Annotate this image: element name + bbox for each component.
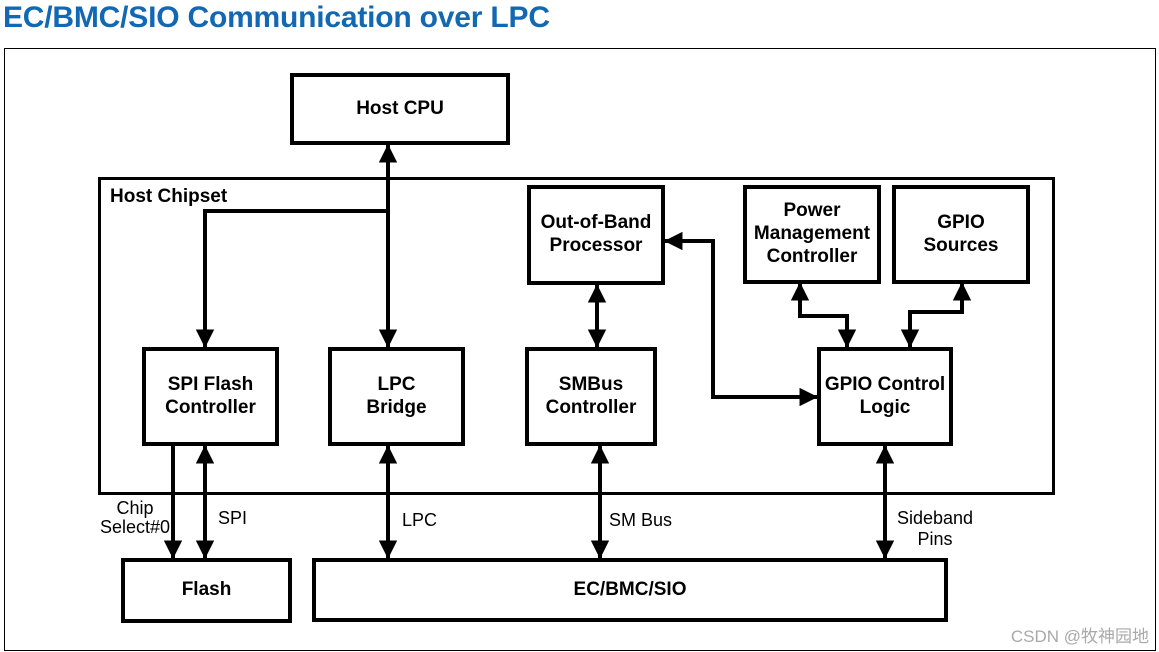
- connector-pmc-gpiocontrol: [790, 282, 857, 348]
- watermark: CSDN @牧神园地: [1010, 627, 1149, 646]
- connector-gpiosources-gpiocontrol: [900, 282, 972, 348]
- edge-label-sm-bus: SM Bus: [609, 510, 673, 530]
- edge-label-sideband-pins: Sideband Pins: [896, 508, 974, 549]
- edge-label-chip-select: Chip Select#0: [99, 498, 171, 538]
- connector-oob-gpiocontrol: [664, 231, 818, 407]
- page-title: EC/BMC/SIO Communication over LPC: [3, 1, 550, 34]
- node-smbus-controller: SMBus Controller: [525, 347, 657, 446]
- node-power-mgmt-controller: Power Management Controller: [743, 185, 881, 284]
- node-spi-flash-controller: SPI Flash Controller: [142, 347, 279, 446]
- connector-hostcpu-spiflash: [195, 209, 388, 348]
- host-chipset-label: Host Chipset: [110, 186, 228, 207]
- node-gpio-control-logic: GPIO Control Logic: [817, 347, 953, 446]
- node-flash: Flash: [121, 558, 292, 623]
- diagram-frame: [4, 48, 1156, 651]
- node-oob-processor: Out-of-Band Processor: [527, 185, 665, 285]
- node-host-chipset: Host Chipset: [98, 177, 1055, 495]
- edge-label-lpc: LPC: [402, 510, 438, 530]
- node-lpc-bridge: LPC Bridge: [328, 347, 465, 446]
- node-host-cpu: Host CPU: [290, 73, 510, 145]
- node-gpio-sources: GPIO Sources: [892, 185, 1030, 284]
- edge-label-spi: SPI: [218, 508, 248, 528]
- node-ec-bmc-sio: EC/BMC/SIO: [312, 558, 948, 622]
